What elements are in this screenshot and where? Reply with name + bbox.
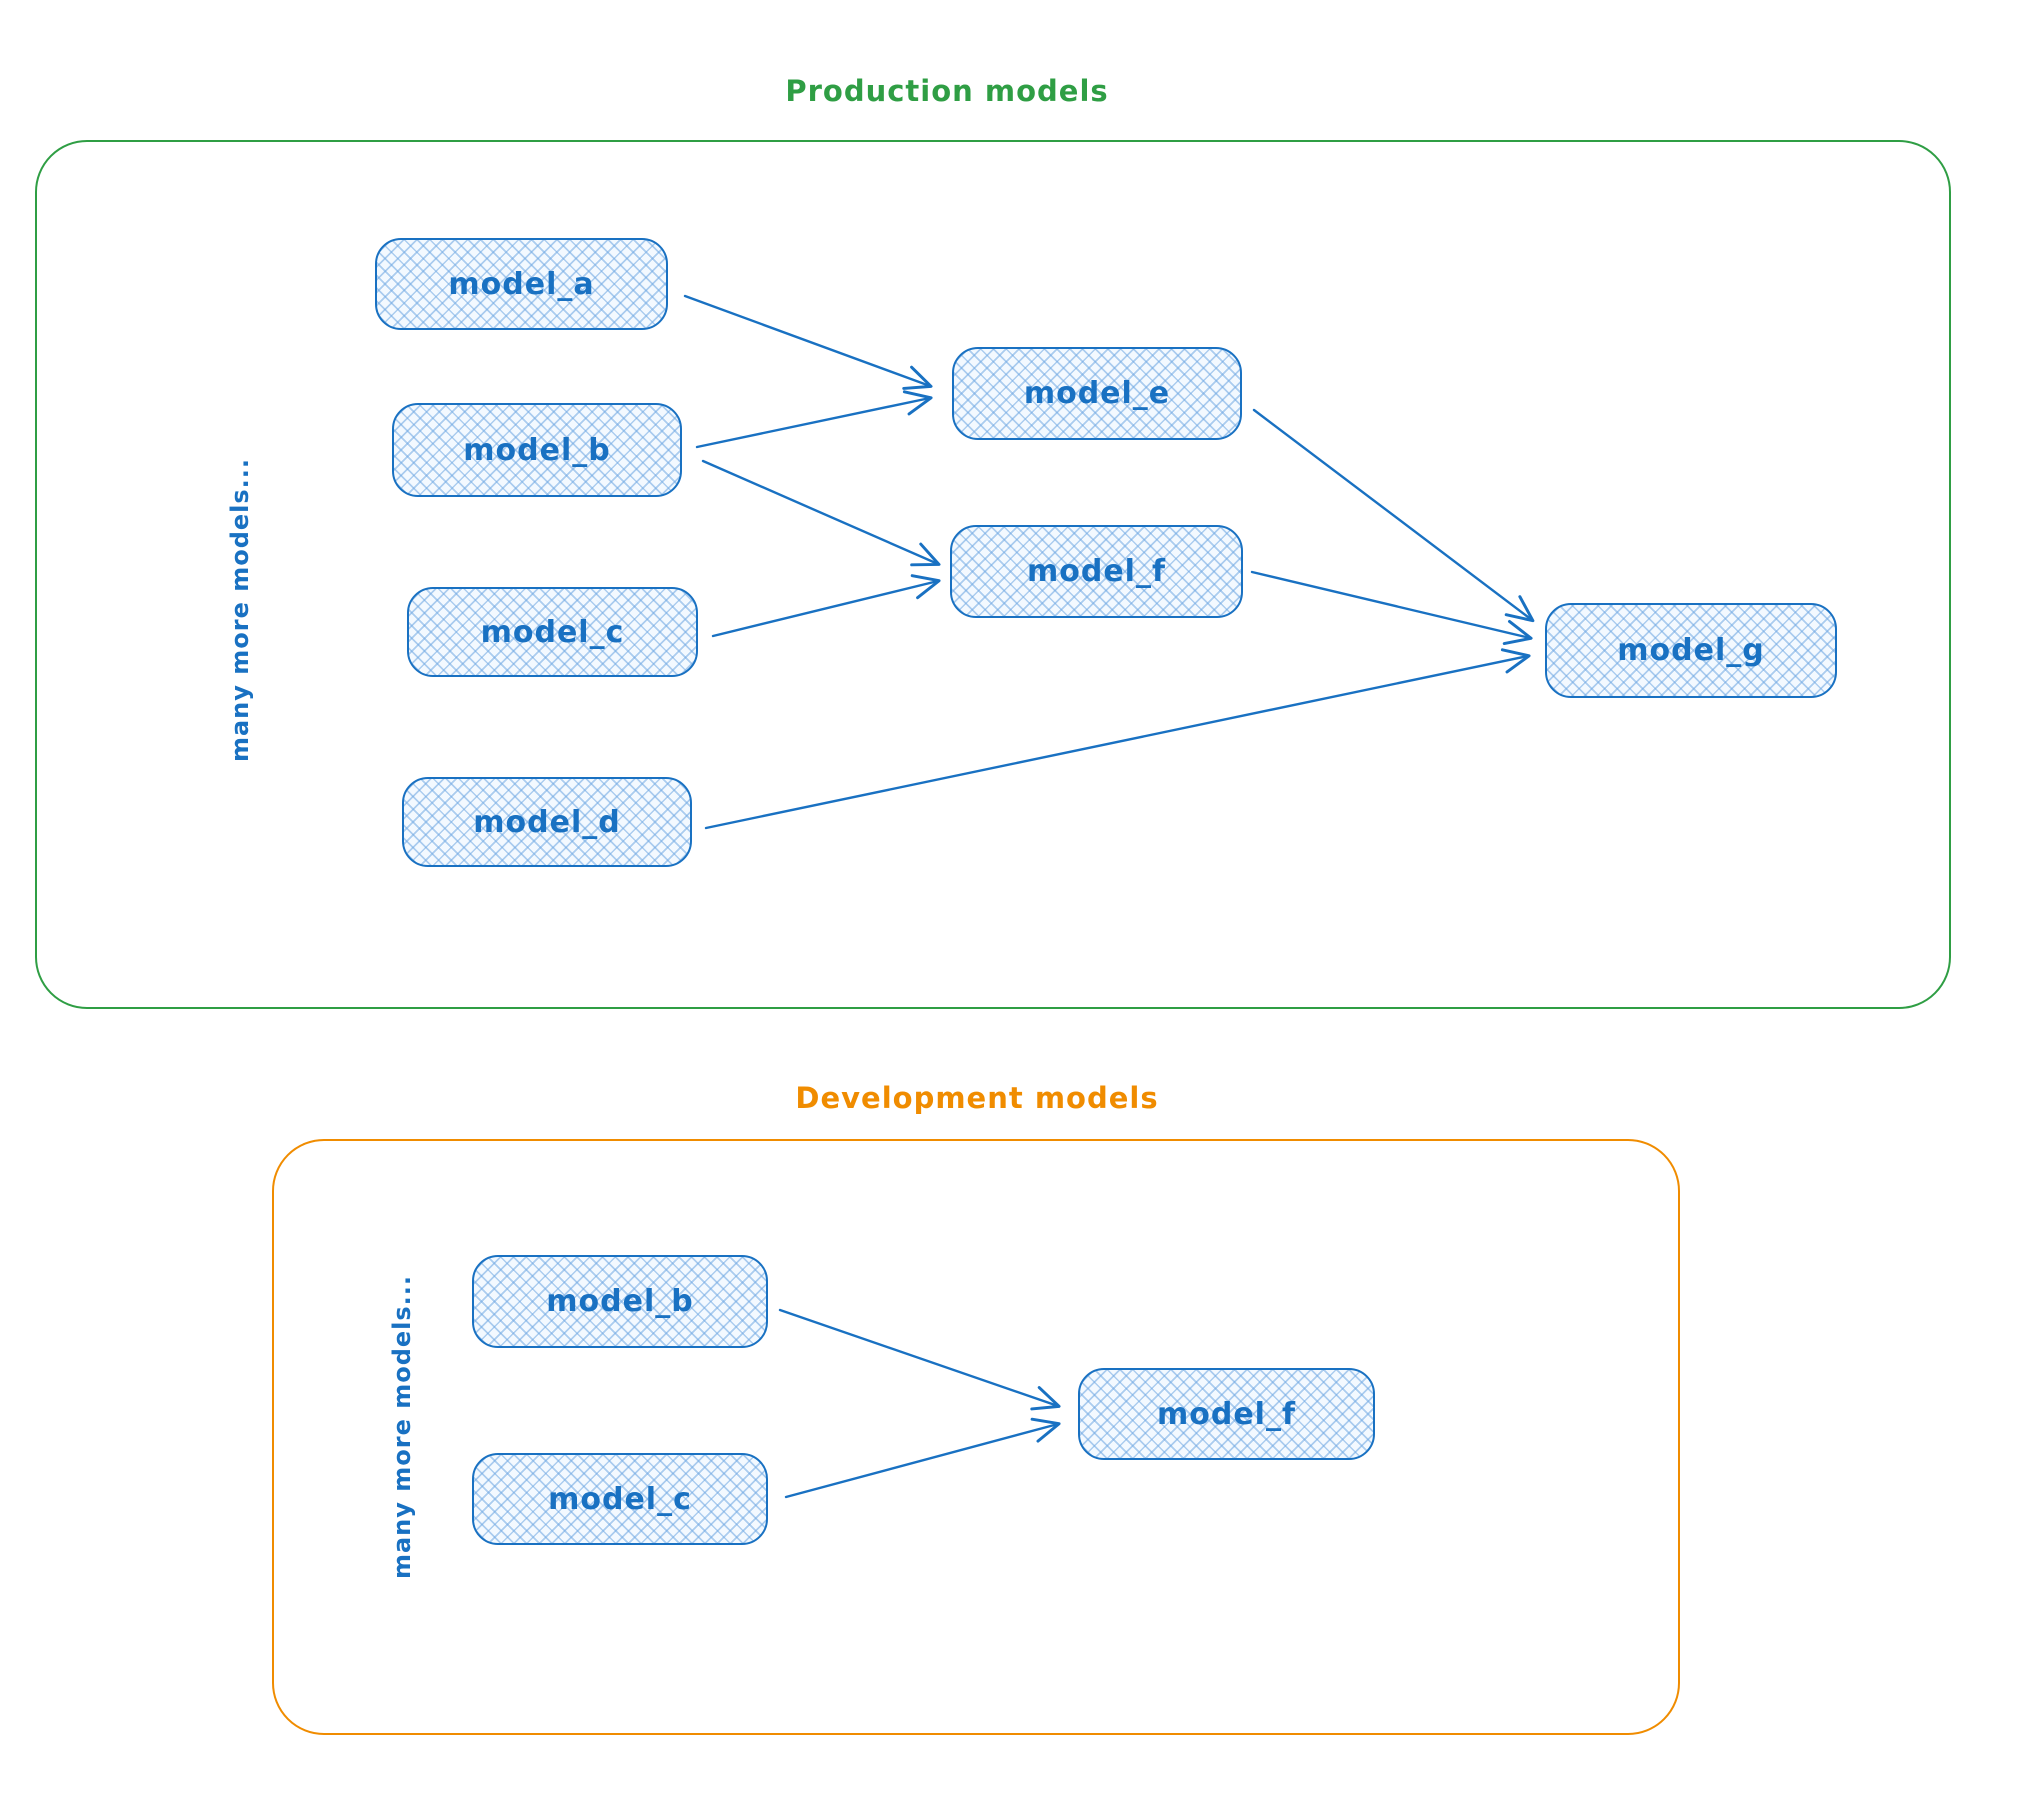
node-model-e: model_e (952, 347, 1242, 440)
production-section-title: Production models (785, 74, 1109, 108)
production-side-label: many more models... (226, 457, 254, 763)
node-model-a: model_a (375, 238, 668, 330)
development-section-title: Development models (795, 1081, 1159, 1115)
dev-node-model-c: model_c (472, 1453, 768, 1545)
dev-node-model-c-label: model_c (548, 1481, 692, 1517)
node-model-b: model_b (392, 403, 682, 497)
node-model-a-label: model_a (448, 266, 595, 302)
dev-node-model-f: model_f (1078, 1368, 1375, 1460)
development-section-frame (272, 1139, 1680, 1735)
node-model-c-label: model_c (480, 614, 625, 650)
node-model-g: model_g (1545, 603, 1837, 698)
dev-node-model-f-label: model_f (1156, 1396, 1297, 1432)
node-model-e-label: model_e (1023, 376, 1171, 411)
node-model-g-label: model_g (1617, 633, 1765, 668)
production-section-frame (35, 140, 1951, 1009)
node-model-f-label: model_f (1026, 554, 1167, 589)
node-model-c: model_c (407, 587, 698, 677)
dev-node-model-b: model_b (472, 1255, 768, 1348)
node-model-d: model_d (402, 777, 692, 867)
development-side-label: many more models... (388, 1274, 416, 1580)
dev-node-model-b-label: model_b (546, 1284, 694, 1319)
node-model-d-label: model_d (473, 804, 621, 840)
node-model-f: model_f (950, 525, 1243, 618)
node-model-b-label: model_b (463, 432, 611, 468)
